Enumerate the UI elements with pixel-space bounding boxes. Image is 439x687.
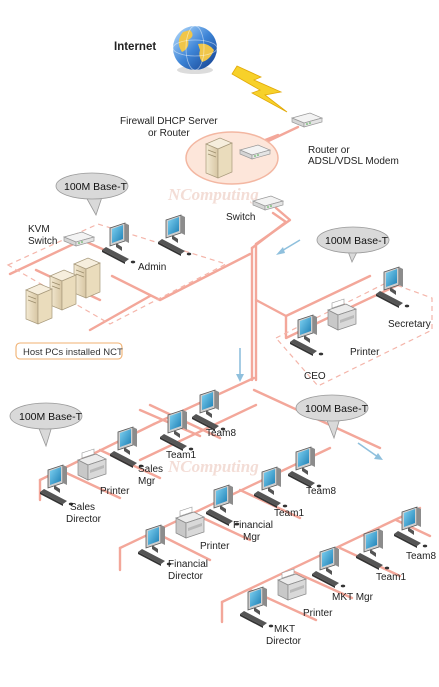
- financial-printer-label: Printer: [200, 541, 230, 552]
- admin-pc-1-icon: [101, 222, 136, 265]
- router-label-line2: ADSL/VDSL Modem: [308, 156, 399, 167]
- admin-pc-2-icon: [157, 214, 192, 257]
- financial-director-label-line2: Director: [168, 571, 204, 582]
- financial-mgr-label-line1: Financial: [233, 520, 273, 531]
- financial-team1-pc-icon: [253, 466, 288, 509]
- sales-team8-pc-icon: [191, 389, 226, 432]
- firewall-server-icon: [205, 137, 233, 179]
- speech-text-sales: 100M Base-T: [19, 411, 83, 423]
- kvm-label-line1: KVM: [28, 224, 50, 235]
- mkt-director-label-line1: MKT: [274, 624, 295, 635]
- lightning-icon: [231, 65, 288, 113]
- speech-bubble-ceo: [316, 226, 390, 263]
- secretary-pc-icon: [375, 266, 410, 309]
- firewall-label-line1: Firewall DHCP Server: [120, 116, 218, 127]
- host-pcs-box: [15, 342, 123, 360]
- sales-director-label-line2: Director: [66, 514, 102, 525]
- financial-team8-pc-icon: [287, 446, 322, 489]
- sales-printer-label: Printer: [100, 486, 130, 497]
- financial-mgr-label-line2: Mgr: [243, 532, 261, 543]
- sales-mgr-label-line2: Mgr: [138, 476, 156, 487]
- ceo-label: CEO: [304, 371, 326, 382]
- speech-text-mkt: 100M Base-T: [305, 403, 369, 415]
- speech-bubble-mkt: [295, 394, 369, 440]
- sales-printer-icon: [77, 448, 107, 481]
- financial-director-label-line1: Financial: [168, 559, 208, 570]
- financial-team8-label: Team8: [306, 486, 336, 497]
- speech-text-ceo: 100M Base-T: [325, 235, 389, 247]
- sales-director-label-line1: Sales: [70, 502, 95, 513]
- admin-label: Admin: [138, 262, 166, 273]
- internet-label: Internet: [114, 41, 156, 53]
- ceo-printer-icon: [327, 298, 357, 331]
- host-pc-3-icon: [73, 257, 101, 299]
- speech-text-kvm: 100M Base-T: [64, 181, 128, 193]
- sales-team8-label: Team8: [206, 428, 236, 439]
- host-pc-1-icon: [25, 283, 53, 325]
- ceo-printer-label: Printer: [350, 347, 380, 358]
- globe-icon: [172, 25, 218, 74]
- kvm-label-line2: Switch: [28, 236, 57, 247]
- mkt-team8-label: Team8: [406, 551, 436, 562]
- sales-mgr-label-line1: Sales: [138, 464, 163, 475]
- mkt-director-label-line2: Director: [266, 636, 302, 647]
- financial-team1-label: Team1: [274, 508, 304, 519]
- mkt-printer-icon: [277, 568, 307, 601]
- mkt-printer-label: Printer: [303, 608, 333, 619]
- host-pc-2-icon: [49, 269, 77, 311]
- router-label-line1: Router or: [308, 145, 350, 156]
- watermark-top: NComputing: [167, 185, 259, 204]
- sales-team1-label: Team1: [166, 450, 196, 461]
- sales-mgr-pc-icon: [109, 426, 144, 469]
- financial-printer-icon: [175, 506, 205, 539]
- firewall-label-line2: or Router: [148, 128, 190, 139]
- ceo-pc-icon: [289, 314, 324, 357]
- speech-bubble-sales: [9, 402, 83, 448]
- secretary-label: Secretary: [388, 319, 431, 330]
- mkt-team1-label: Team1: [376, 572, 406, 583]
- watermark-middle: NComputing: [167, 457, 259, 476]
- mkt-team8-pc-icon: [393, 506, 428, 549]
- mkt-mgr-label: MKT Mgr: [332, 592, 374, 603]
- mkt-director-pc-icon: [239, 586, 274, 629]
- switch-label: Switch: [226, 212, 255, 223]
- speech-bubble-kvm: [55, 172, 129, 216]
- host-pcs-label: Host PCs installed NCT: [23, 347, 123, 358]
- router-modem-icon: [291, 112, 323, 128]
- sales-director-pc-icon: [39, 464, 74, 507]
- financial-director-pc-icon: [137, 524, 172, 567]
